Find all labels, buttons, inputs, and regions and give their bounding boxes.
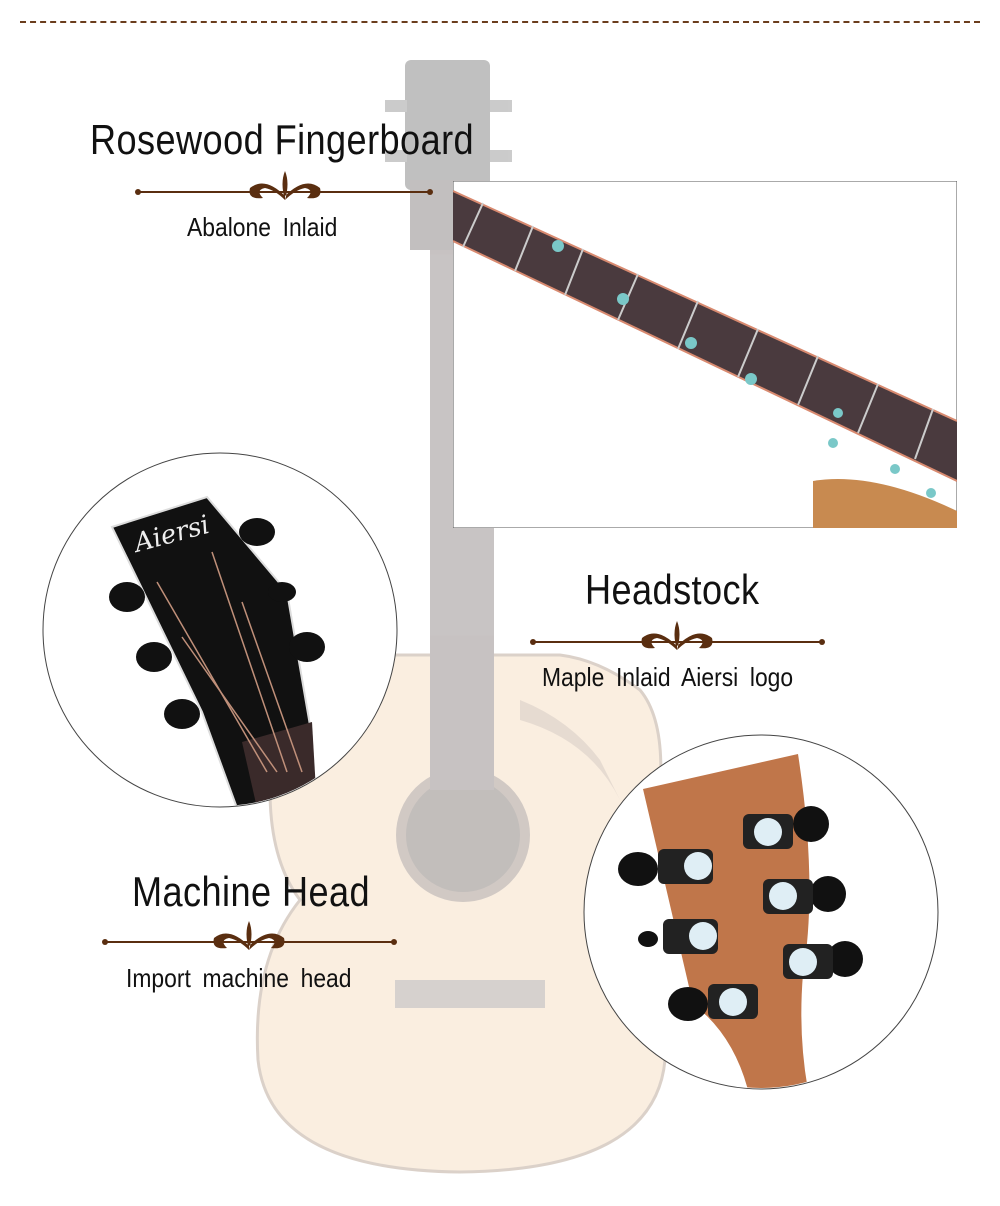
section-subtitle-fingerboard: Abalone Inlaid <box>187 212 338 242</box>
section-subtitle-machine-head: Import machine head <box>126 963 352 993</box>
section-title-machine-head: Machine Head <box>132 868 371 915</box>
section-title-headstock: Headstock <box>585 566 760 613</box>
headstock-front-photo: Aiersi <box>42 452 398 808</box>
ornament-divider-icon <box>102 921 397 950</box>
section-title-fingerboard: Rosewood Fingerboard <box>90 116 475 163</box>
machine-head-back-photo <box>583 734 939 1090</box>
section-subtitle-headstock: Maple Inlaid Aiersi logo <box>542 662 794 692</box>
ornament-divider-icon <box>530 621 825 650</box>
ornament-divider-icon <box>135 171 433 200</box>
dashed-divider <box>20 21 980 23</box>
fingerboard-photo <box>453 181 957 528</box>
